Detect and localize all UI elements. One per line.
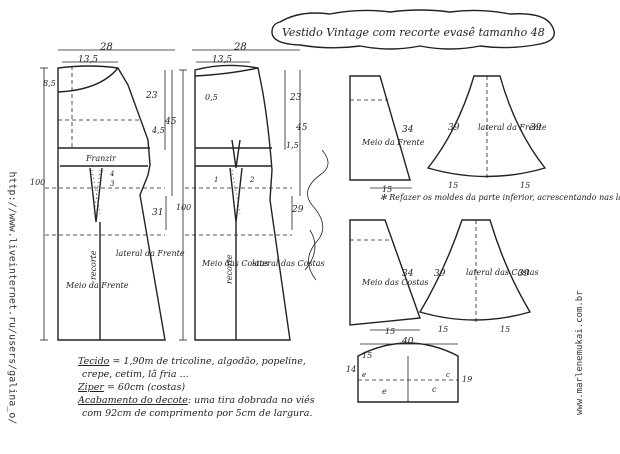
- svg-text:34: 34: [402, 269, 414, 279]
- skirt-back-center: 34 Meio das Costas 15: [349, 219, 429, 336]
- skirt-front-center: 34 Meio da Frente 15: [349, 75, 425, 194]
- back-armhole: 23: [289, 93, 302, 103]
- front-label-side: lateral da Frente: [116, 249, 185, 258]
- note-tecido: Tecido = 1,90m de tricoline, algodão, po…: [78, 356, 306, 367]
- back-width-top: 28: [233, 42, 247, 53]
- svg-text:Meio das Costas: Meio das Costas: [361, 278, 429, 287]
- back-bust: 1,5: [286, 141, 299, 150]
- front-band-label: Franzir: [85, 154, 117, 163]
- watermark-left: http://www.liveinternet.ru/users/galina_…: [6, 171, 18, 425]
- signature-graphic: [304, 149, 329, 281]
- svg-text:Meio da Frente: Meio da Frente: [361, 138, 425, 147]
- svg-text:19: 19: [462, 375, 472, 384]
- notes-block: Tecido = 1,90m de tricoline, algodão, po…: [78, 355, 348, 420]
- back-neck: 0,5: [205, 93, 218, 102]
- back-side: 45: [295, 123, 308, 133]
- svg-text:15: 15: [500, 325, 510, 334]
- svg-text:c: c: [446, 371, 450, 379]
- svg-text:14: 14: [346, 365, 356, 374]
- svg-text:34: 34: [402, 125, 414, 135]
- front-label-center: Meio da Frente: [65, 281, 129, 290]
- back-dart-right: 2: [249, 176, 255, 184]
- svg-text:e: e: [382, 387, 387, 396]
- back-label-center: Meio das Costas: [201, 259, 269, 268]
- svg-text:15: 15: [382, 185, 392, 194]
- back-dart-left: 1: [214, 176, 218, 184]
- front-bodice-piece: 28 13,5 100 8,5 23 45 4,5 31 Fran: [30, 42, 185, 341]
- front-bust: 4,5: [151, 126, 165, 135]
- note-tecido-2: crepe, cetim, lã fria ...: [82, 369, 189, 380]
- svg-text:39: 39: [448, 123, 460, 133]
- svg-text:15: 15: [520, 181, 530, 190]
- skirt-back-side: 39 39 lateral das Costas 15 15: [418, 219, 539, 334]
- svg-text:15: 15: [438, 325, 448, 334]
- front-dart-number: 3: [110, 180, 115, 188]
- back-skirt-side: 29: [291, 205, 304, 215]
- back-length: 100: [176, 203, 191, 212]
- back-label-side: lateral das Costas: [252, 259, 325, 268]
- watermark-right: www.marlenemukai.com.br: [575, 290, 585, 415]
- front-label-cut: recorte: [89, 250, 98, 280]
- front-width-sub: 13,5: [78, 55, 98, 65]
- collar-piece: 40 14 15 19 e c e c: [346, 337, 472, 403]
- svg-text:15: 15: [448, 181, 458, 190]
- svg-text:15: 15: [362, 351, 372, 360]
- front-armhole: 23: [145, 91, 158, 101]
- svg-text:39: 39: [518, 269, 530, 279]
- front-neck: 8,5: [43, 79, 56, 88]
- back-bodice-piece: 28 13,5 100 0,5 23 45 1,5 29 1 2 Meio da…: [176, 42, 325, 341]
- front-side: 45: [164, 117, 177, 127]
- svg-text:15: 15: [385, 327, 395, 336]
- svg-text:lateral das Costas: lateral das Costas: [466, 268, 539, 277]
- svg-text:39: 39: [530, 123, 542, 133]
- skirt-front-side: 39 39 lateral da Frente 15 15: [426, 75, 547, 190]
- svg-text:e: e: [362, 371, 366, 379]
- svg-text:40: 40: [401, 337, 414, 347]
- note-acabamento-2: com 92cm de comprimento por 5cm de largu…: [82, 408, 313, 419]
- back-label-cut: recorte: [225, 254, 234, 284]
- note-ziper: Ziper = 60cm (costas): [78, 382, 186, 393]
- note-acabamento: Acabamento do decote: uma tira dobrada n…: [78, 395, 315, 406]
- front-dart-depth: 4: [109, 170, 114, 178]
- front-width-top: 28: [99, 42, 113, 53]
- front-length: 100: [30, 178, 45, 187]
- front-skirt-side: 31: [152, 208, 163, 218]
- refazer-note: ✻ Refazer os moldes da parte inferior, a…: [380, 193, 620, 202]
- svg-text:39: 39: [434, 269, 446, 279]
- back-width-sub: 13,5: [212, 55, 232, 65]
- svg-text:lateral da Frente: lateral da Frente: [478, 123, 547, 132]
- svg-text:c: c: [432, 385, 437, 394]
- title-text: Vestido Vintage com recorte evasê tamanh…: [282, 26, 545, 39]
- title-banner: Vestido Vintage com recorte evasê tamanh…: [271, 9, 555, 50]
